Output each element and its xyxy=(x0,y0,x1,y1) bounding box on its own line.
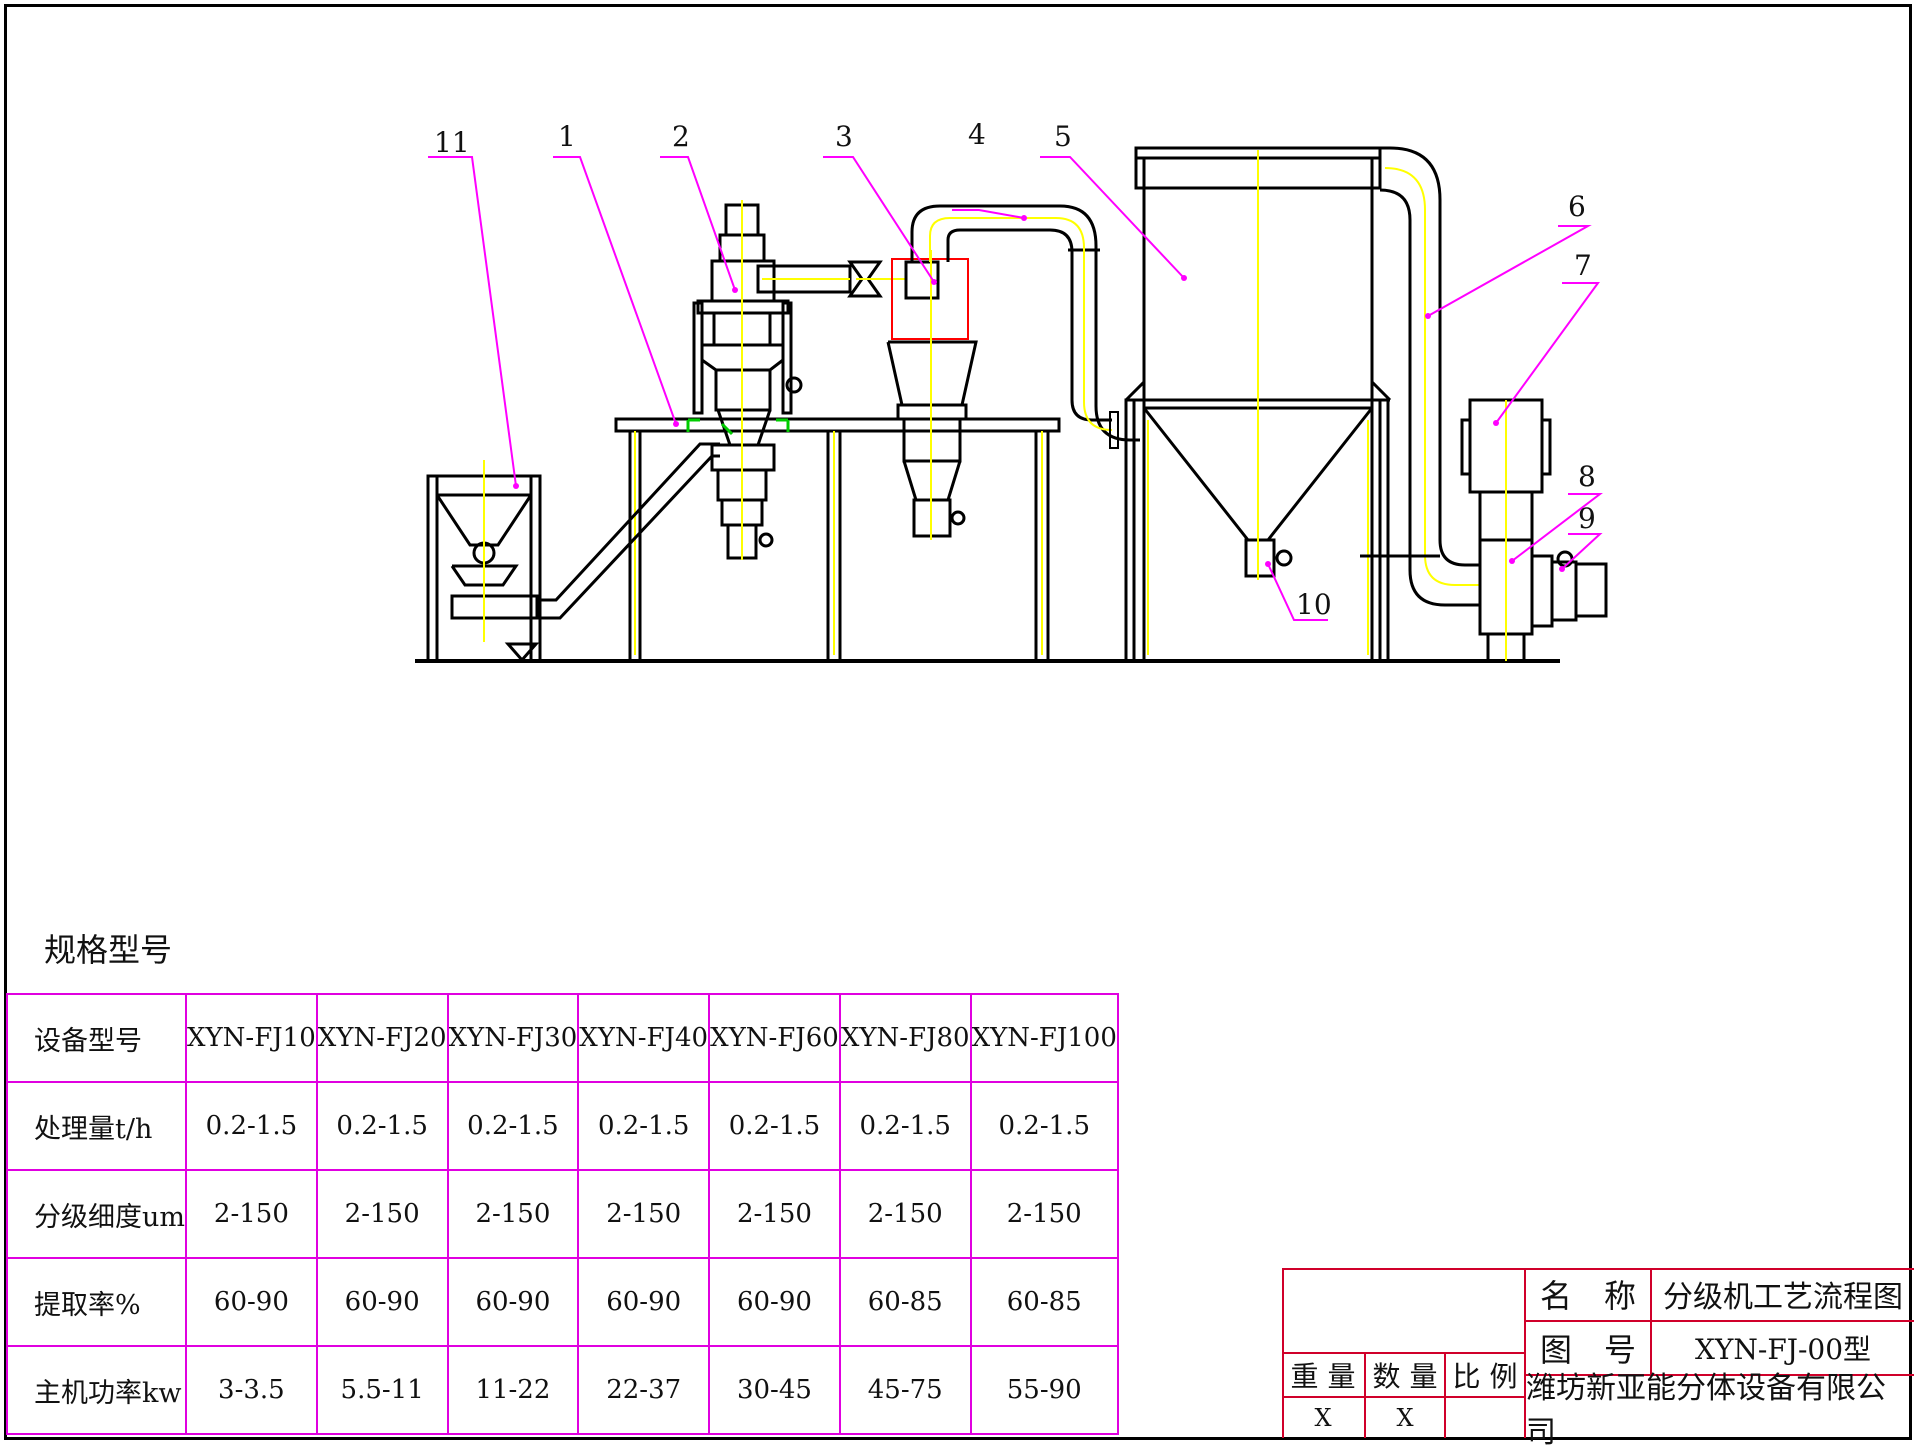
value-cell: 2-150 xyxy=(838,1169,972,1259)
spec-row-capacity: 处理量t/h 0.2-1.5 0.2-1.5 0.2-1.5 0.2-1.5 0… xyxy=(6,1081,1119,1171)
callout-9: 9 xyxy=(1578,502,1596,535)
classifier xyxy=(686,200,803,560)
value-cell: 60-85 xyxy=(969,1257,1119,1347)
value-cell: 0.2-1.5 xyxy=(838,1081,972,1171)
scale-value xyxy=(1444,1396,1524,1438)
callout-8: 8 xyxy=(1578,460,1596,493)
leader-lines xyxy=(428,156,1603,621)
value-cell: 0.2-1.5 xyxy=(577,1081,711,1171)
spec-row-power: 主机功率kw 3-3.5 5.5-11 11-22 22-37 30-45 45… xyxy=(6,1345,1119,1435)
quantity-value: X xyxy=(1364,1396,1444,1438)
weight-value: X xyxy=(1282,1396,1364,1438)
model-cell: XYN-FJ30 xyxy=(446,993,580,1083)
spec-row-yield: 提取率% 60-90 60-90 60-90 60-90 60-90 60-85… xyxy=(6,1257,1119,1347)
company-name: 潍坊新亚能分体设备有限公司 xyxy=(1524,1371,1914,1450)
value-cell: 60-85 xyxy=(838,1257,972,1347)
row-label: 提取率% xyxy=(6,1257,187,1347)
outlet-duct xyxy=(756,260,905,298)
value-cell: 0.2-1.5 xyxy=(315,1081,449,1171)
value-cell: 60-90 xyxy=(185,1257,318,1347)
callout-5: 5 xyxy=(1054,120,1072,153)
name-label: 名 称 xyxy=(1524,1268,1650,1322)
callout-1: 1 xyxy=(558,120,576,153)
callout-10: 10 xyxy=(1296,588,1332,621)
weight-label: 重 量 xyxy=(1282,1352,1364,1396)
value-cell: 0.2-1.5 xyxy=(969,1081,1119,1171)
model-cell: XYN-FJ10 xyxy=(185,993,318,1083)
scale-label: 比 例 xyxy=(1444,1352,1524,1396)
bag-filter xyxy=(1124,146,1392,663)
model-cell: XYN-FJ80 xyxy=(838,993,972,1083)
leader-dots xyxy=(513,215,1565,572)
quantity-label: 数 量 xyxy=(1364,1352,1444,1396)
value-cell: 30-45 xyxy=(708,1345,841,1435)
value-cell: 22-37 xyxy=(577,1345,711,1435)
callout-2: 2 xyxy=(672,120,690,153)
spec-title: 规格型号 xyxy=(44,931,173,969)
spec-header-row: 设备型号 XYN-FJ10 XYN-FJ20 XYN-FJ30 XYN-FJ40… xyxy=(6,993,1119,1083)
value-cell: 0.2-1.5 xyxy=(708,1081,841,1171)
model-cell: XYN-FJ60 xyxy=(708,993,841,1083)
callout-6: 6 xyxy=(1568,190,1586,223)
value-cell: 5.5-11 xyxy=(315,1345,449,1435)
value-cell: 60-90 xyxy=(708,1257,841,1347)
value-cell: 2-150 xyxy=(708,1169,841,1259)
callout-3: 3 xyxy=(835,120,853,153)
value-cell: 0.2-1.5 xyxy=(185,1081,318,1171)
value-cell: 2-150 xyxy=(315,1169,449,1259)
callout-4: 4 xyxy=(968,118,986,151)
callout-11: 11 xyxy=(434,126,470,159)
row-label: 主机功率kw xyxy=(6,1345,187,1435)
value-cell: 0.2-1.5 xyxy=(446,1081,580,1171)
sheet-border xyxy=(4,4,1912,1440)
value-cell: 60-90 xyxy=(577,1257,711,1347)
value-cell: 11-22 xyxy=(446,1345,580,1435)
model-cell: XYN-FJ20 xyxy=(315,993,449,1083)
drawing-no-value: XYN-FJ-00型 xyxy=(1650,1322,1914,1376)
feed-hopper xyxy=(426,460,542,663)
row-label: 处理量t/h xyxy=(6,1081,187,1171)
row-label: 分级细度um xyxy=(6,1169,187,1259)
transfer-duct xyxy=(910,204,1140,449)
spec-row-fineness: 分级细度um 2-150 2-150 2-150 2-150 2-150 2-1… xyxy=(6,1169,1119,1259)
model-cell: XYN-FJ100 xyxy=(969,993,1119,1083)
value-cell: 3-3.5 xyxy=(185,1345,318,1435)
value-cell: 55-90 xyxy=(969,1345,1119,1435)
callout-7: 7 xyxy=(1574,249,1592,282)
spec-table: 设备型号 XYN-FJ10 XYN-FJ20 XYN-FJ30 XYN-FJ40… xyxy=(6,993,1119,1435)
value-cell: 60-90 xyxy=(446,1257,580,1347)
platform-structure xyxy=(614,417,1061,661)
screw-conveyor xyxy=(537,442,720,620)
value-cell: 2-150 xyxy=(446,1169,580,1259)
name-value: 分级机工艺流程图 xyxy=(1650,1268,1914,1322)
value-cell: 2-150 xyxy=(969,1169,1119,1259)
drawing-no-label: 图 号 xyxy=(1524,1322,1650,1376)
value-cell: 2-150 xyxy=(185,1169,318,1259)
value-cell: 60-90 xyxy=(315,1257,449,1347)
model-cell: XYN-FJ40 xyxy=(577,993,711,1083)
value-cell: 2-150 xyxy=(577,1169,711,1259)
induced-draft-fan xyxy=(1460,398,1608,663)
cyclone-separator xyxy=(886,250,978,540)
spec-header-label: 设备型号 xyxy=(6,993,187,1083)
exhaust-duct xyxy=(1360,146,1480,607)
value-cell: 45-75 xyxy=(838,1345,972,1435)
